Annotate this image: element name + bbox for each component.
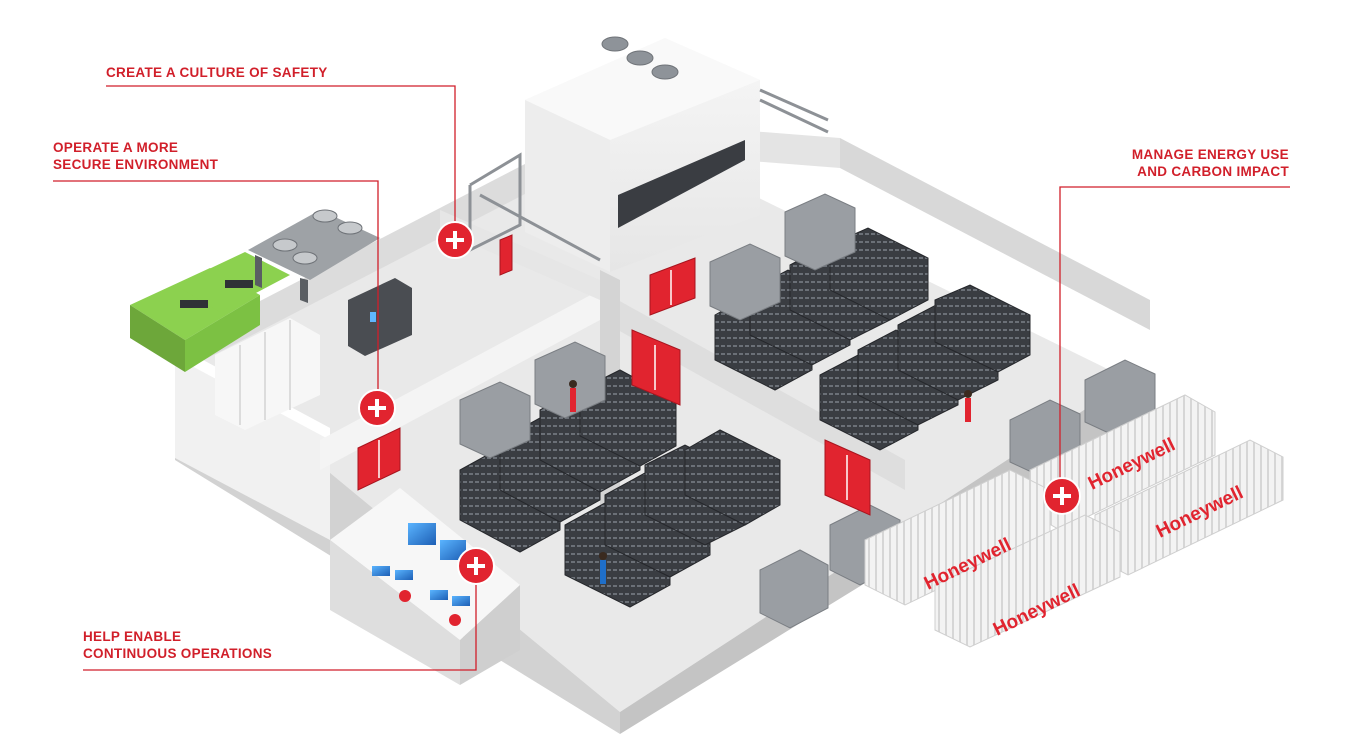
callout-safety-line1: CREATE A CULTURE OF SAFETY <box>106 65 328 80</box>
callout-energy-line2: AND CARBON IMPACT <box>1137 164 1289 179</box>
callout-leader-lines <box>53 85 1290 671</box>
electrical-room <box>215 278 412 430</box>
hotspot-continuous[interactable] <box>457 547 495 585</box>
callout-continuous-operations[interactable]: HELP ENABLE CONTINUOUS OPERATIONS <box>83 628 272 662</box>
server-racks-east <box>714 227 1031 451</box>
callout-energy-line1: MANAGE ENERGY USE <box>1131 147 1289 162</box>
callout-secure-environment[interactable]: OPERATE A MORE SECURE ENVIRONMENT <box>53 139 218 173</box>
chillers <box>248 209 380 303</box>
callout-secure-line1: OPERATE A MORE <box>53 140 179 155</box>
rooftop-air-handler <box>468 36 829 272</box>
leader-line-energy <box>1059 186 1290 480</box>
callout-secure-line2: SECURE ENVIRONMENT <box>53 157 219 172</box>
plus-icon <box>1053 487 1071 505</box>
server-racks-west <box>459 369 781 608</box>
hotspot-secure[interactable] <box>358 389 396 427</box>
callout-culture-of-safety[interactable]: CREATE A CULTURE OF SAFETY <box>106 64 328 81</box>
plus-icon <box>368 399 386 417</box>
leader-line-secure <box>53 180 379 392</box>
callout-continuous-line1: HELP ENABLE <box>83 629 182 644</box>
hotspot-safety[interactable] <box>436 221 474 259</box>
hotspot-energy[interactable] <box>1043 477 1081 515</box>
door-handles <box>378 270 848 500</box>
energy-containers <box>864 394 1284 648</box>
fire-doors <box>357 234 871 516</box>
leader-line-safety <box>106 85 456 222</box>
callout-continuous-line2: CONTINUOUS OPERATIONS <box>83 646 273 661</box>
plus-icon <box>446 231 464 249</box>
control-room <box>330 488 520 685</box>
callout-energy-carbon[interactable]: MANAGE ENERGY USE AND CARBON IMPACT <box>1132 146 1289 180</box>
leader-line-continuous <box>83 582 477 671</box>
plus-icon <box>467 557 485 575</box>
technicians <box>569 380 972 584</box>
